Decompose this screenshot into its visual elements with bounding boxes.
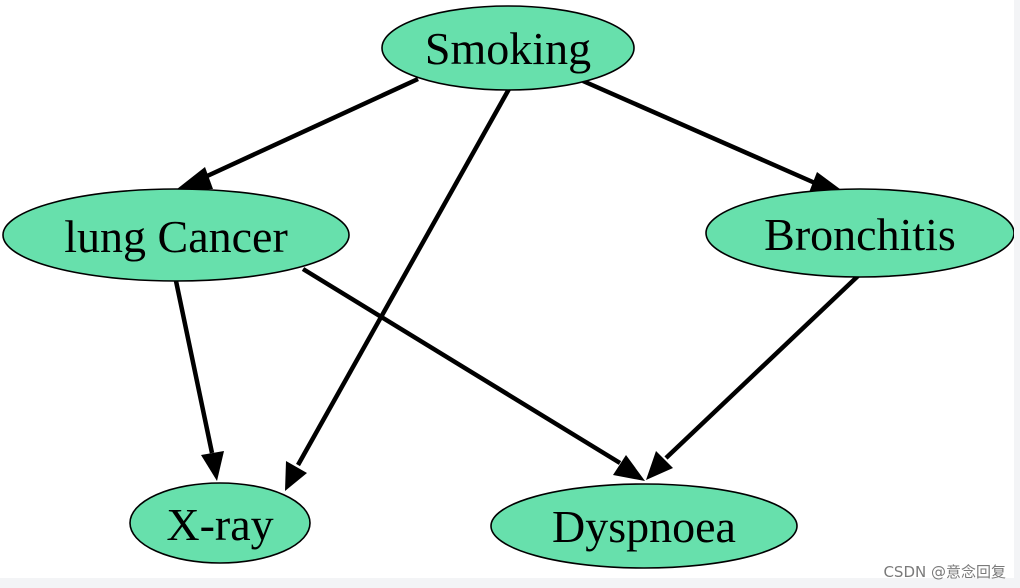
- right-border-strip: [1014, 0, 1020, 588]
- bottom-border-strip: [0, 578, 1020, 588]
- edge-smoking-to-xray: [285, 87, 511, 491]
- node-label-dyspnoea: Dyspnoea: [552, 501, 736, 552]
- csdn-watermark: CSDN @意念回复: [883, 563, 1006, 581]
- edge-bronchitis-to-dyspnoea: [646, 273, 861, 480]
- node-dyspnoea: Dyspnoea: [490, 483, 798, 569]
- node-label-smoking: Smoking: [425, 23, 591, 74]
- edge-smoking-to-bronchitis: [582, 78, 844, 195]
- node-label-lung-cancer: lung Cancer: [64, 211, 288, 262]
- edge-lung-cancer-to-dyspnoea: [301, 267, 645, 481]
- edge-smoking-to-lung-cancer: [177, 76, 419, 189]
- node-bronchitis: Bronchitis: [705, 188, 1015, 278]
- node-xray: X-ray: [129, 482, 311, 564]
- edges: [173, 76, 861, 491]
- node-label-bronchitis: Bronchitis: [764, 209, 956, 260]
- node-label-xray: X-ray: [166, 499, 273, 550]
- node-lung-cancer: lung Cancer: [2, 188, 350, 282]
- edge-lung-cancer-to-xray: [173, 280, 224, 481]
- node-smoking: Smoking: [381, 5, 635, 91]
